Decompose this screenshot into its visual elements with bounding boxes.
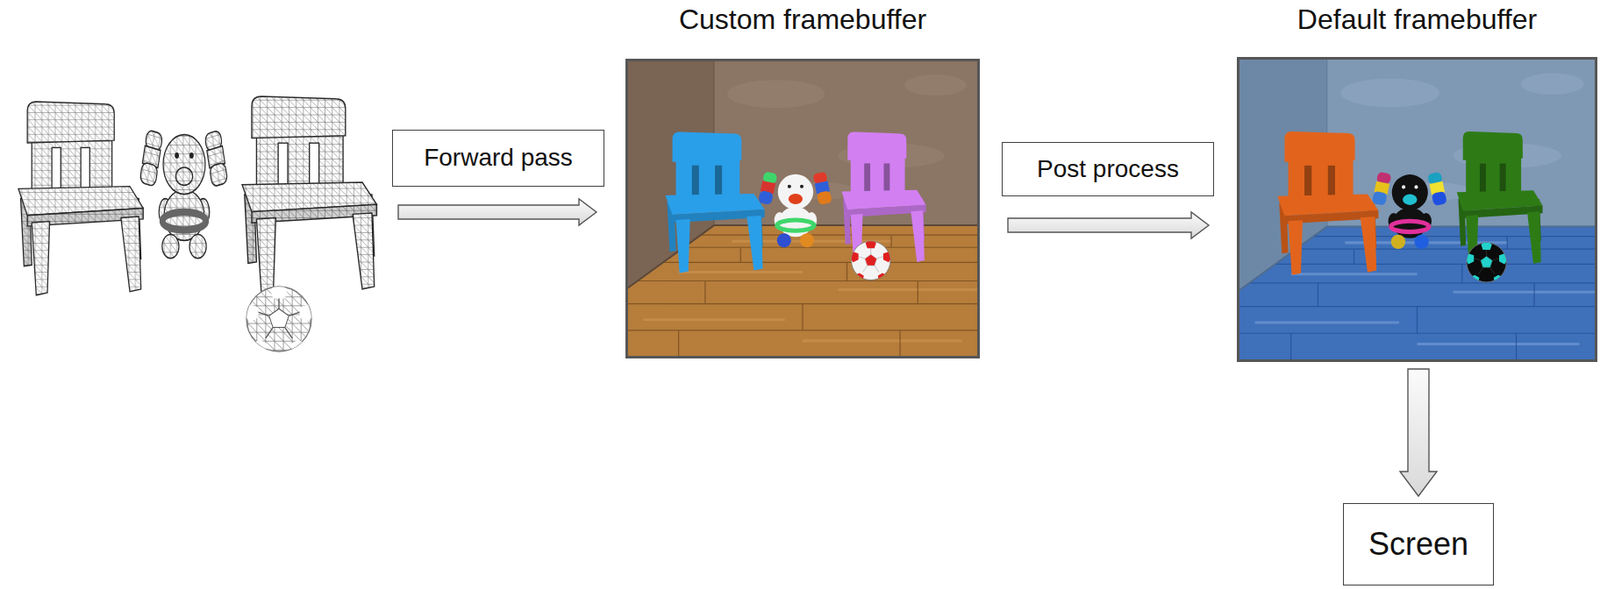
panel-heading: Default framebuffer [1297,3,1537,36]
wireframe-models [18,96,377,355]
forward-arrow [398,199,597,226]
post-processed-scene [1236,57,1598,363]
rendered-scene [625,58,980,359]
box-label: Screen [1368,526,1469,563]
wireframe-ball [243,282,315,355]
block-arrow [1007,212,1209,239]
wireframe-bunny [139,129,229,259]
box-label: Post process [1036,155,1179,184]
image-frame [1236,57,1598,363]
framebuffer-panel: Custom framebuffer [625,0,980,359]
wireframe-chair [18,101,143,296]
wireframe-chair [242,96,377,293]
process-box: Post process [1001,142,1215,197]
block-arrow [1400,369,1437,497]
box-label: Forward pass [423,143,573,172]
panel-heading: Custom framebuffer [678,3,927,36]
framebuffer-panel: Default framebuffer [1236,0,1598,363]
process-box: Forward pass [392,129,605,187]
image-frame [625,58,980,359]
process-box: Screen [1342,503,1494,586]
